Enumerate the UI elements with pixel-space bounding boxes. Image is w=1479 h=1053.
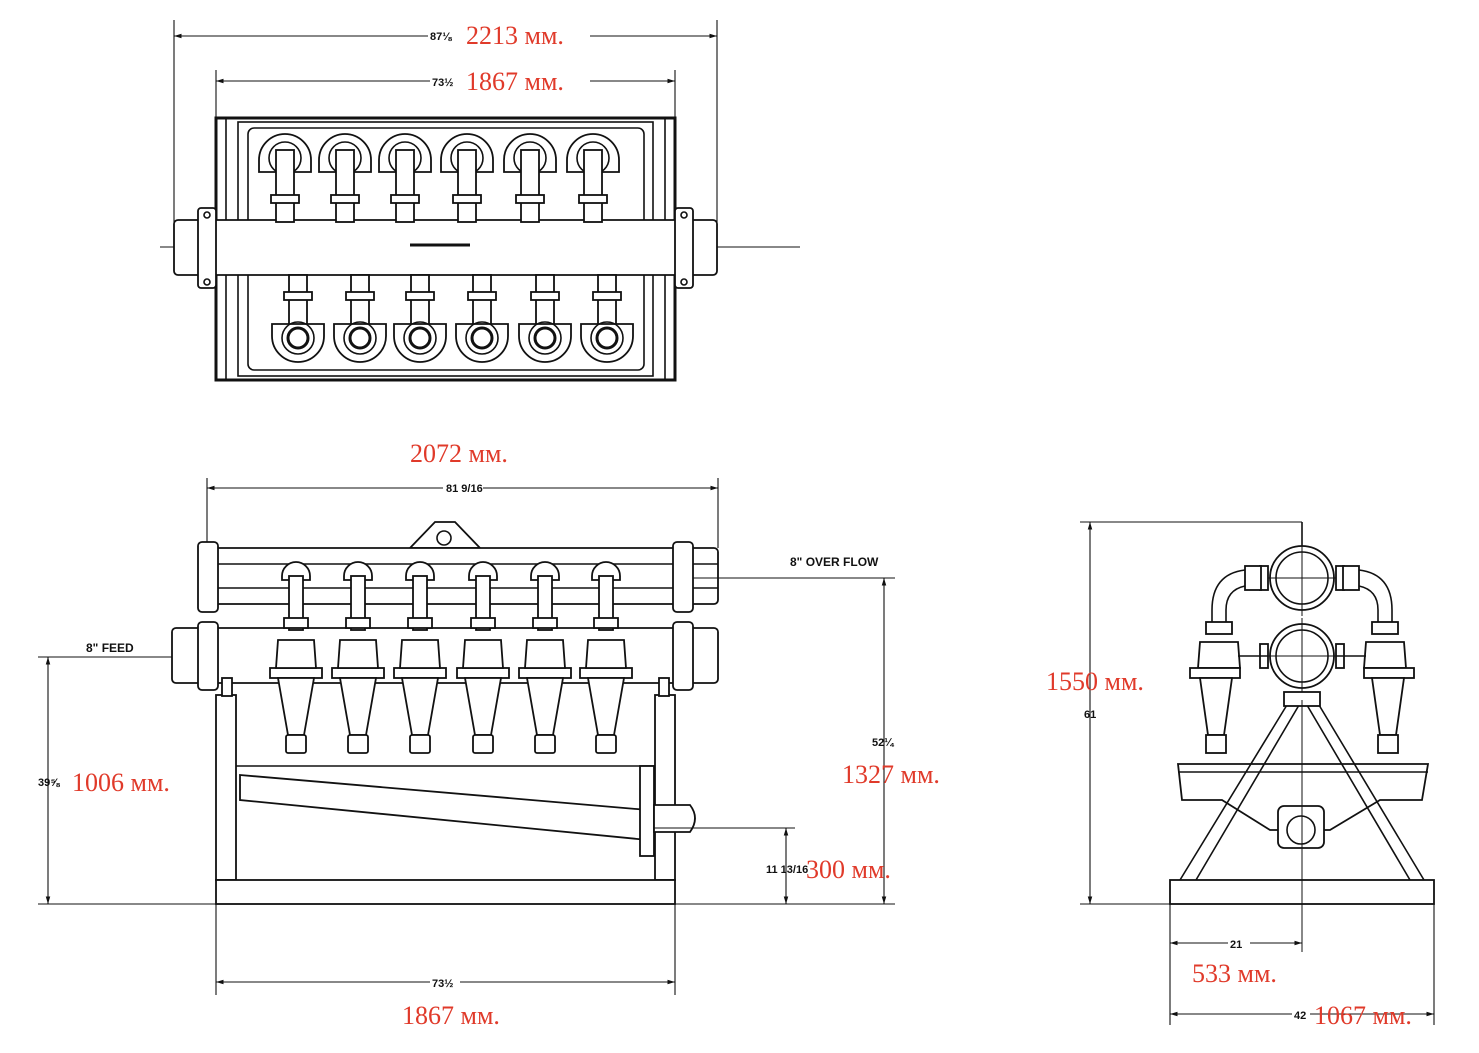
front-base xyxy=(215,879,676,905)
front-leg-right xyxy=(654,694,676,881)
top-manifold-pipe xyxy=(173,219,718,276)
overflow-label: 8" OVER FLOW xyxy=(790,555,879,569)
overflow-height-mm: 1327 мм. xyxy=(842,760,940,789)
outlet-height-mm: 300 мм. xyxy=(806,855,891,884)
front-leg-left xyxy=(215,694,237,881)
front-view: 2072 мм. 81 9/16 8" OVER FLOW 8" FEED xyxy=(38,439,940,1030)
top-frame-mm: 1867 мм. xyxy=(466,67,564,96)
top-view: 87⅛ 2213 мм. 73½ 1867 мм. xyxy=(160,20,800,382)
top-cones-upper xyxy=(258,133,620,223)
overflow-height-inch: 52¼ xyxy=(872,737,894,749)
side-cone-left xyxy=(1189,621,1268,754)
overflow-manifold xyxy=(199,547,719,605)
front-length-mm: 2072 мм. xyxy=(410,439,508,468)
side-height-mm: 1550 мм. xyxy=(1046,667,1144,696)
feed-height-inch: 39⅝ xyxy=(38,777,60,789)
side-half-width-inch: 21 xyxy=(1230,939,1242,951)
base-length-mm: 1867 мм. xyxy=(402,1001,500,1030)
outlet-height-inch: 11 13/16 xyxy=(766,864,808,876)
feed-height-mm: 1006 мм. xyxy=(72,768,170,797)
side-width-mm: 1067 мм. xyxy=(1314,1001,1412,1030)
side-cone-right xyxy=(1336,621,1415,754)
front-length-inch: 81 9/16 xyxy=(446,483,483,495)
side-half-width-mm: 533 мм. xyxy=(1192,959,1277,988)
top-cones-lower xyxy=(271,274,634,363)
lifting-lug xyxy=(407,521,483,549)
top-overall-mm: 2213 мм. xyxy=(466,21,564,50)
underflow-trough xyxy=(239,774,649,841)
top-overall-inch: 87⅛ xyxy=(430,31,452,43)
side-view: 61 1550 мм. xyxy=(1046,521,1435,1030)
top-frame-inch: 73½ xyxy=(432,77,453,89)
front-hydrocyclones xyxy=(269,561,633,754)
base-length-inch: 73½ xyxy=(432,978,453,990)
side-width-inch: 42 xyxy=(1294,1010,1306,1022)
side-height-inch: 61 xyxy=(1084,709,1096,721)
feed-label: 8" FEED xyxy=(86,641,134,655)
